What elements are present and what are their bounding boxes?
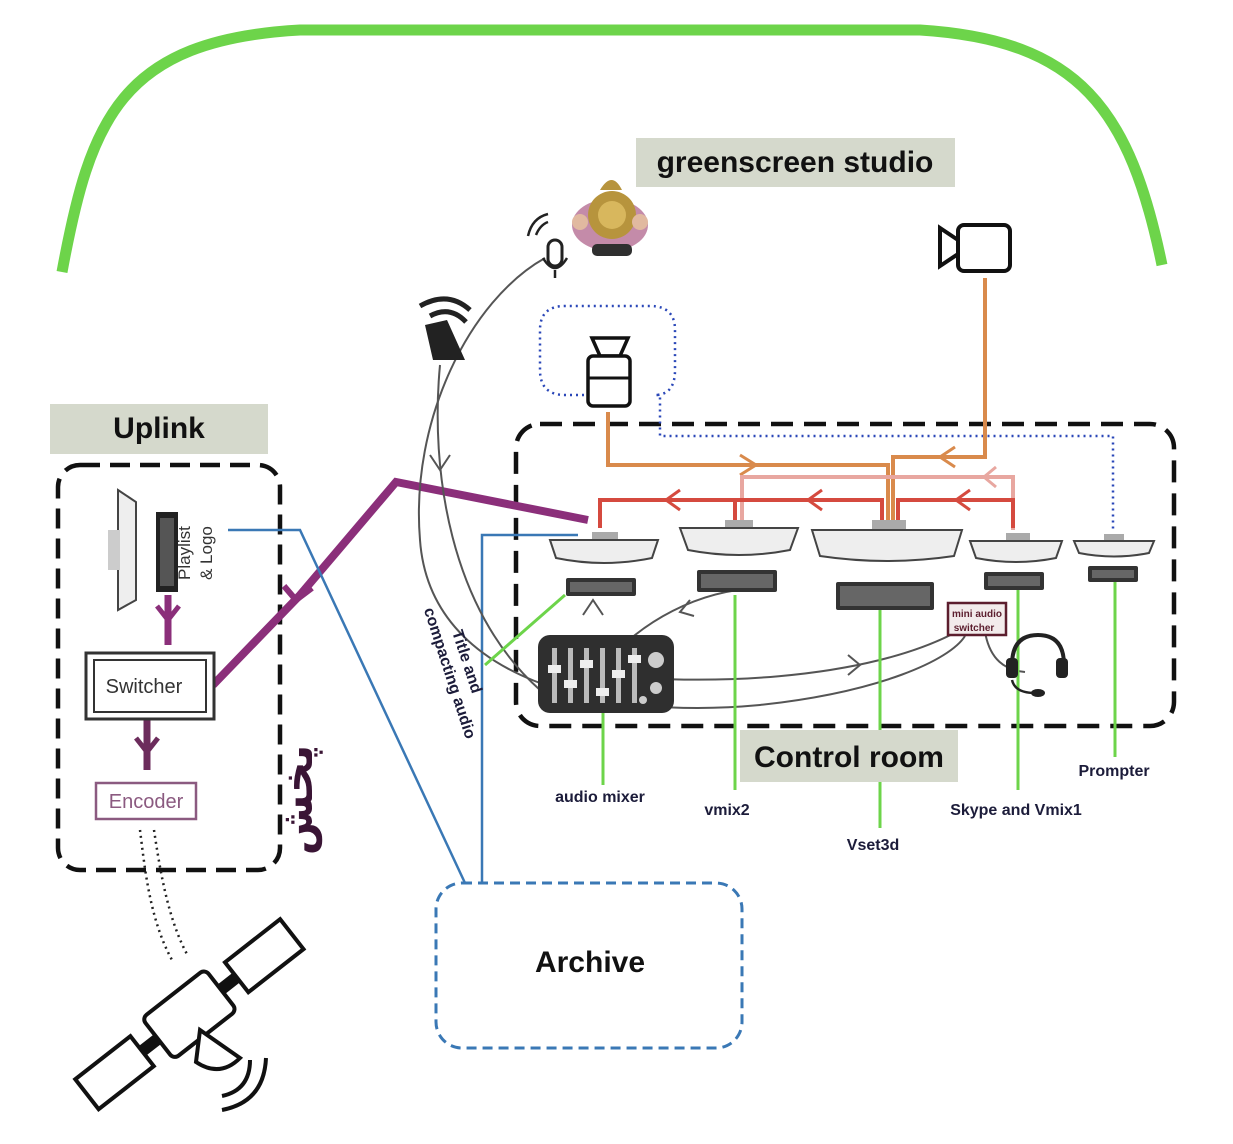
arrow-gray-1 <box>429 454 451 472</box>
arrow-gray-3 <box>678 599 695 617</box>
keyboard-icon <box>697 570 777 592</box>
archive-label: Archive <box>535 946 645 979</box>
switcher-label: Switcher <box>106 676 183 698</box>
greenscreen-label-bg <box>636 138 955 187</box>
monitor-icon <box>678 520 800 556</box>
arrow-red-1 <box>663 488 681 512</box>
studio-arc <box>56 24 1168 273</box>
vmix2-label: vmix2 <box>704 802 749 819</box>
satellite-icon <box>72 916 307 1113</box>
red-feed-left <box>598 498 884 528</box>
video-feed-right <box>891 278 987 520</box>
playlist-label-2: & Logo <box>197 526 216 580</box>
prompter-label: Prompter <box>1078 763 1149 780</box>
speaker-icon <box>418 296 472 360</box>
satellite-link-2 <box>152 829 190 957</box>
encoder-box <box>94 781 198 821</box>
arrow-orange-1 <box>739 453 759 477</box>
arrow-red-3 <box>953 488 971 512</box>
greenscreen-studio-label: greenscreen studio <box>657 146 934 179</box>
keyboard-icon <box>566 578 636 596</box>
headset-icon <box>1006 632 1068 697</box>
arrow-p1 <box>155 604 181 625</box>
uplink-zone <box>55 462 283 873</box>
audio-loop-outer <box>417 257 966 709</box>
arrow-pink <box>981 465 997 489</box>
monitor-icon <box>810 520 964 562</box>
audio-loop-inner <box>436 364 541 691</box>
wireless-microphone-icon <box>526 212 569 278</box>
arrow-gray-2 <box>847 654 862 676</box>
prompter-camera-icon <box>586 336 632 408</box>
arrow-orange-2 <box>937 445 956 469</box>
keyboard-icon <box>984 572 1044 590</box>
archive-link-playlist <box>228 528 467 884</box>
vset3d-label: Vset3d <box>847 837 899 854</box>
arrow-gray-4 <box>582 598 604 616</box>
mini-audio-label-2: switcher <box>954 623 995 634</box>
control-room-label: Control room <box>754 741 944 774</box>
title-audio-connector <box>484 593 566 667</box>
playlist-label-1: Playlist <box>175 526 194 580</box>
keyboard-icon <box>836 582 934 610</box>
uplink-link <box>210 477 589 688</box>
mini-audio-label-1: mini audio <box>952 609 1002 620</box>
red-feed-right <box>896 498 1015 528</box>
video-camera-icon <box>938 223 1012 273</box>
audio-mixer-label: audio mixer <box>555 789 645 806</box>
arrow-p2 <box>134 736 160 757</box>
encoder-label: Encoder <box>109 791 184 813</box>
audio-mixer-icon <box>538 635 674 713</box>
prompter-link <box>538 304 1115 530</box>
playlist-computer-icon <box>108 488 178 612</box>
monitor-icon <box>968 533 1064 563</box>
satellite-link-1 <box>138 829 174 961</box>
control-room-zone <box>513 421 1177 729</box>
monitor-icon <box>548 532 660 564</box>
skype-vmix1-label: Skype and Vmix1 <box>950 802 1082 819</box>
monitor-icon <box>1072 534 1156 558</box>
keyboard-icon <box>1088 566 1138 582</box>
uplink-label-bg <box>50 404 268 454</box>
archive-link-control <box>480 533 578 883</box>
presenter-icon <box>572 180 648 256</box>
arrow-red-2 <box>805 488 823 512</box>
uplink-label: Uplink <box>113 412 205 445</box>
arrow-uplink <box>281 584 314 605</box>
persian-broadcast-label: پخش <box>272 745 323 855</box>
mini-audio-switcher-box <box>946 601 1008 637</box>
switcher-box <box>84 651 216 721</box>
video-feed-left <box>606 412 890 520</box>
control-room-label-bg <box>740 730 958 782</box>
headset-wire <box>984 631 1026 673</box>
